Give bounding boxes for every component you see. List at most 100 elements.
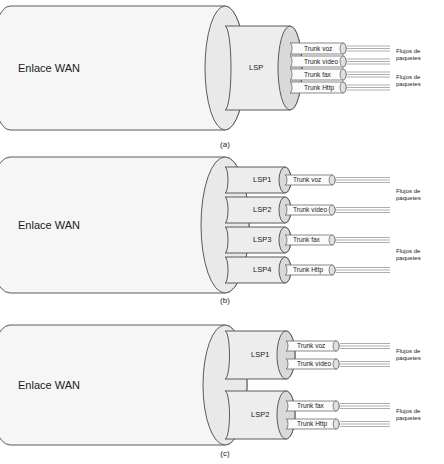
packet-flow-line bbox=[347, 48, 390, 49]
wan-link-cylinder: Enlace WANLSP1Trunk vozTrunk vídeoLSP2Tr… bbox=[0, 325, 247, 445]
lsp-label: LSP1 bbox=[251, 351, 269, 360]
packet-flow-line bbox=[347, 46, 390, 47]
panel-caption: (b) bbox=[210, 296, 240, 305]
tube-body bbox=[225, 26, 302, 110]
tube-body bbox=[290, 69, 346, 80]
trunk-label: Trunk fax bbox=[304, 71, 331, 78]
packet-flow-line bbox=[340, 406, 390, 407]
packet-flow-line bbox=[340, 426, 390, 427]
trunk-label: Trunk vídeo bbox=[304, 58, 338, 65]
packet-flow-line bbox=[340, 403, 390, 404]
tube-body bbox=[0, 6, 245, 130]
trunk-tube: Trunk Http bbox=[286, 419, 339, 429]
tube-body bbox=[225, 167, 291, 193]
tube-face bbox=[333, 419, 339, 429]
trunk-tube-shape bbox=[285, 235, 335, 245]
tube-face bbox=[340, 82, 346, 93]
packet-flow-line bbox=[336, 237, 390, 238]
packet-flow-line bbox=[340, 366, 390, 367]
packet-flow-line bbox=[336, 210, 390, 211]
tube-face bbox=[278, 26, 302, 110]
lsp-tube: LSPTrunk vozTrunk vídeoTrunk faxTrunk Ht… bbox=[225, 26, 302, 110]
link-label: Enlace WAN bbox=[18, 219, 80, 232]
tube-face bbox=[329, 205, 335, 215]
packet-flow-line bbox=[347, 74, 390, 75]
lsp-tube-shape bbox=[225, 257, 291, 283]
lsp-label: LSP3 bbox=[253, 236, 271, 245]
lsp-label: LSP bbox=[249, 64, 263, 73]
lsp-tube: LSP1Trunk vozTrunk vídeo bbox=[225, 331, 295, 379]
packet-flow-line bbox=[340, 348, 390, 349]
trunk-tube-shape bbox=[290, 69, 346, 80]
tube-face bbox=[333, 341, 339, 351]
tube-body bbox=[285, 235, 335, 245]
link-label: Enlace WAN bbox=[18, 379, 80, 392]
tube-face bbox=[277, 331, 295, 379]
packet-flow-line bbox=[336, 180, 390, 181]
packet-flow-line bbox=[347, 77, 390, 78]
packet-flow-line bbox=[336, 270, 390, 271]
tube-face bbox=[333, 401, 339, 411]
flow-label: Flujos de paquetes bbox=[396, 348, 440, 362]
trunk-tube: Trunk fax bbox=[286, 401, 339, 411]
trunk-label: Trunk Http bbox=[293, 266, 323, 273]
trunk-tube-shape bbox=[286, 359, 339, 369]
tube-body bbox=[286, 359, 339, 369]
lsp-label: LSP1 bbox=[253, 176, 271, 185]
packet-flow-line bbox=[340, 364, 390, 365]
flow-label: Flujos de paquetes bbox=[396, 248, 440, 262]
trunk-tube-shape bbox=[290, 56, 346, 67]
lsp-tube-shape bbox=[225, 331, 295, 379]
trunk-tube: Trunk voz bbox=[285, 175, 335, 185]
wan-link-cylinder-shape bbox=[0, 157, 249, 293]
trunk-label: Trunk vídeo bbox=[293, 206, 327, 213]
trunk-label: Trunk vídeo bbox=[297, 360, 331, 367]
trunk-tube-shape bbox=[290, 82, 346, 93]
wan-link-cylinder-shape bbox=[0, 6, 245, 130]
packet-flow-line bbox=[347, 87, 390, 88]
panel-caption: (c) bbox=[210, 449, 240, 458]
trunk-label: Trunk voz bbox=[304, 45, 332, 52]
link-label: Enlace WAN bbox=[18, 62, 80, 75]
trunk-tube-shape bbox=[285, 205, 335, 215]
tube-body bbox=[225, 331, 295, 379]
trunk-label: Trunk fax bbox=[293, 236, 320, 243]
tube-face bbox=[329, 265, 335, 275]
tube-body bbox=[290, 82, 346, 93]
trunk-tube: Trunk voz bbox=[290, 43, 346, 54]
packet-flow-line bbox=[347, 51, 390, 52]
tube-body bbox=[0, 157, 249, 293]
flow-label: Flujos de paquetes bbox=[396, 74, 440, 88]
trunk-label: Trunk voz bbox=[293, 176, 321, 183]
trunk-label: Trunk Http bbox=[304, 84, 334, 91]
trunk-tube: Trunk Http bbox=[290, 82, 346, 93]
tube-face bbox=[340, 69, 346, 80]
tube-body bbox=[286, 341, 339, 351]
lsp-tube-shape bbox=[225, 227, 291, 253]
tube-face bbox=[277, 391, 295, 439]
packet-flow-line bbox=[347, 85, 390, 86]
tube-body bbox=[290, 56, 346, 67]
packet-flow-line bbox=[340, 424, 390, 425]
packet-flow-line bbox=[340, 408, 390, 409]
packet-flow-line bbox=[336, 272, 390, 273]
tube-body bbox=[286, 419, 339, 429]
wan-link-cylinder: Enlace WANLSPTrunk vozTrunk vídeoTrunk f… bbox=[0, 6, 245, 130]
packet-flow-line bbox=[336, 212, 390, 213]
lsp-tube: LSP4Trunk Http bbox=[225, 257, 291, 283]
tube-body bbox=[225, 227, 291, 253]
trunk-tube-shape bbox=[286, 401, 339, 411]
tube-body bbox=[225, 257, 291, 283]
lsp-tube: LSP2Trunk vídeo bbox=[225, 197, 291, 223]
packet-flow-line bbox=[336, 182, 390, 183]
trunk-tube-shape bbox=[290, 43, 346, 54]
tube-face bbox=[333, 359, 339, 369]
lsp-tube-shape bbox=[225, 197, 291, 223]
trunk-tube: Trunk Http bbox=[285, 265, 335, 275]
packet-flow-line bbox=[340, 421, 390, 422]
packet-flow-line bbox=[340, 346, 390, 347]
trunk-tube: Trunk voz bbox=[286, 341, 339, 351]
lsp-tube-shape bbox=[225, 26, 302, 110]
tube-body bbox=[225, 391, 295, 439]
